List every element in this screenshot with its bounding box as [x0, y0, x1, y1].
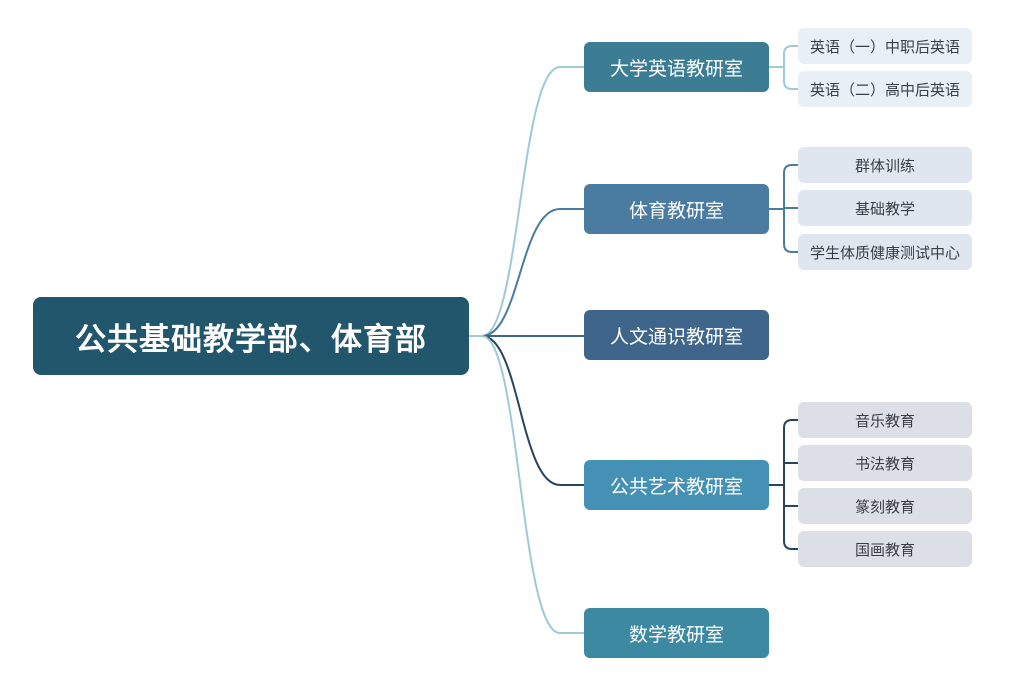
- leaf-art-1[interactable]: 音乐教育: [798, 402, 972, 438]
- connector-english-bracket: [783, 45, 798, 90]
- branch-math-node[interactable]: 数学教研室: [584, 608, 769, 658]
- connector-root-math: [469, 335, 584, 634]
- leaf-pe-2[interactable]: 基础教学: [798, 190, 972, 226]
- leaf-english-2[interactable]: 英语（二）高中后英语: [798, 71, 972, 107]
- leaf-pe-3[interactable]: 学生体质健康测试中心: [798, 234, 972, 270]
- branch-humanities-node[interactable]: 人文通识教研室: [584, 310, 769, 360]
- connector-root-english: [469, 66, 584, 337]
- leaf-english-1[interactable]: 英语（一）中职后英语: [798, 28, 972, 64]
- leaf-pe-1[interactable]: 群体训练: [798, 147, 972, 183]
- branch-pe-node[interactable]: 体育教研室: [584, 184, 769, 234]
- connector-root-art: [469, 335, 584, 486]
- branch-art-node[interactable]: 公共艺术教研室: [584, 460, 769, 510]
- branch-english-node[interactable]: 大学英语教研室: [584, 42, 769, 92]
- root-node[interactable]: 公共基础教学部、体育部: [33, 297, 469, 375]
- leaf-art-3[interactable]: 篆刻教育: [798, 488, 972, 524]
- leaf-art-2[interactable]: 书法教育: [798, 445, 972, 481]
- leaf-art-4[interactable]: 国画教育: [798, 531, 972, 567]
- connector-root-pe: [469, 208, 584, 337]
- connector-art-bracket: [783, 419, 798, 550]
